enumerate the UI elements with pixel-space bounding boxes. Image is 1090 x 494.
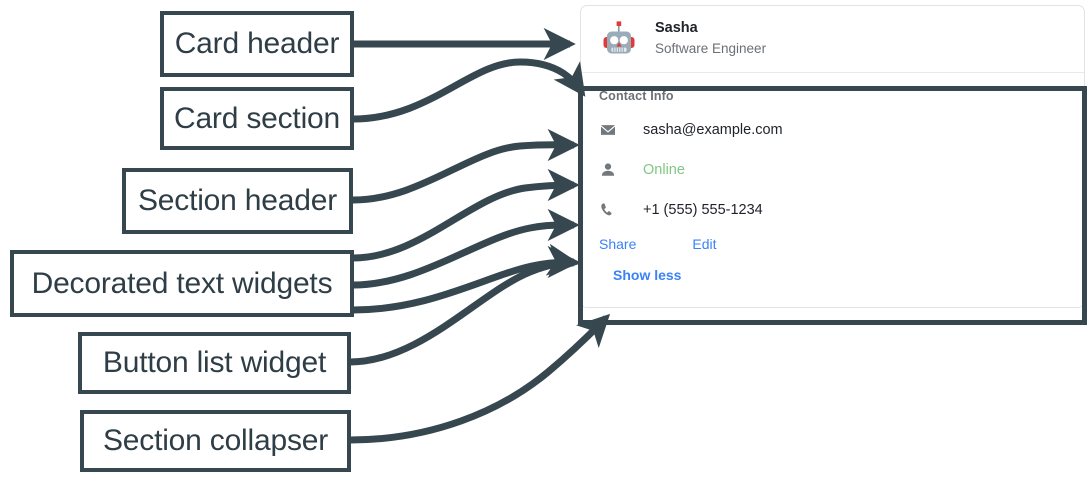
arrow-section-collapser [349, 313, 611, 444]
decorated-text-value: Online [643, 161, 685, 178]
arrow-section-header [352, 128, 580, 204]
card-divider [581, 72, 1084, 73]
share-button[interactable]: Share [599, 236, 637, 252]
show-less-button[interactable]: Show less [613, 267, 682, 283]
arrow-decorated-text-3 [352, 243, 580, 314]
annotation-button-list-widget: Button list widget [78, 332, 351, 394]
decorated-text-widget: +1 (555) 555-1234 [581, 197, 1084, 223]
decorated-text-value: +1 (555) 555-1234 [643, 201, 763, 218]
annotation-card-section: Card section [160, 87, 354, 150]
card-section: Contact Info sasha@example.com [581, 73, 1084, 307]
annotation-label: Button list widget [102, 346, 327, 379]
annotation-label: Section collapser [102, 424, 329, 457]
card-header-text: Sasha Software Engineer [655, 20, 767, 57]
section-collapser: Show less [581, 267, 1084, 285]
decorated-text-value: sasha@example.com [643, 121, 783, 138]
annotation-card-header: Card header [160, 11, 354, 77]
annotation-section-header: Section header [122, 168, 353, 234]
section-header: Contact Info [599, 89, 674, 103]
phone-icon [599, 201, 621, 219]
card-header-subtitle: Software Engineer [655, 41, 767, 57]
annotation-decorated-text-widgets: Decorated text widgets [10, 250, 354, 317]
annotation-section-collapser: Section collapser [80, 410, 351, 472]
card-header: Sasha Software Engineer [581, 6, 1084, 72]
edit-button[interactable]: Edit [692, 236, 717, 252]
email-icon [599, 121, 621, 139]
annotation-label: Decorated text widgets [31, 266, 333, 300]
decorated-text-widget: sasha@example.com [581, 117, 1084, 143]
annotation-label: Card header [174, 27, 340, 60]
decorated-text-widget: Online [581, 157, 1084, 183]
button-list-widget: Share Edit [581, 237, 1084, 251]
arrow-button-list [349, 245, 580, 366]
person-icon [599, 161, 621, 179]
card-header-title: Sasha [655, 20, 698, 37]
annotation-label: Section header [137, 184, 337, 217]
arrow-decorated-text-1 [352, 168, 580, 262]
robot-avatar-icon [597, 17, 641, 61]
profile-card: Sasha Software Engineer Contact Info sas… [580, 5, 1085, 308]
arrow-decorated-text-2 [352, 208, 580, 289]
arrow-card-section [352, 58, 586, 123]
annotation-label: Card section [173, 101, 340, 135]
